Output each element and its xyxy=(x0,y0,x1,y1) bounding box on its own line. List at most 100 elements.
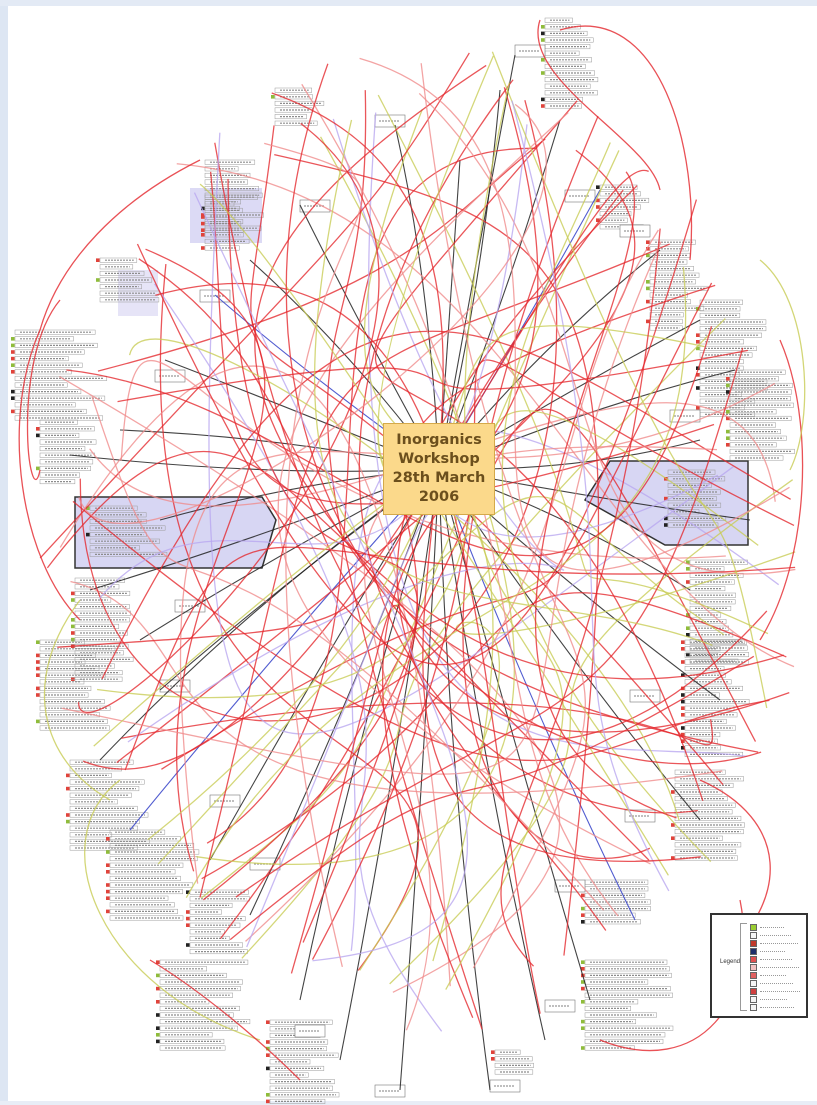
topic-cluster-bottom-left-2-node xyxy=(109,842,195,848)
topic-cluster-bottom-left-2-node xyxy=(109,856,198,862)
topic-cluster-bottom-left-2-icon xyxy=(106,870,110,874)
legend-item xyxy=(750,963,806,971)
topic-cluster-upper-left-node xyxy=(99,257,138,263)
topic-cluster-right-lower-icon xyxy=(681,673,685,677)
cross-link xyxy=(97,138,546,372)
topic-cluster-bottom-left-2-icon xyxy=(106,863,110,867)
legend-item xyxy=(750,931,806,939)
topic-cluster-right-lower-icon xyxy=(681,640,685,644)
legend-title: Legend xyxy=(720,959,741,965)
topic-cluster-bottom-left-2-node xyxy=(109,862,184,868)
topic-cluster-bottom-node xyxy=(159,1038,225,1044)
topic-cluster-bottom-left-2-icon xyxy=(106,837,110,841)
topic-cluster-right-low-node xyxy=(689,612,722,618)
outer-loop-link xyxy=(39,159,201,331)
topic-cluster-left-upper-icon xyxy=(11,370,15,374)
topic-cluster-bottom-center-icon xyxy=(266,1040,270,1044)
topic-cluster-right-mid-node xyxy=(729,369,786,375)
topic-cluster-left-low-node xyxy=(39,679,85,685)
topic-cluster-right-group-node xyxy=(667,469,716,475)
topic-cluster-right-upper-node xyxy=(699,352,753,358)
topic-cluster-bottom-left-2-node xyxy=(109,849,200,855)
topic-cluster-bottom-right-3-node xyxy=(584,972,672,978)
topic-cluster-right-lower-node xyxy=(684,639,747,645)
topic-cluster-bottom-center-node xyxy=(269,1092,340,1098)
cross-link xyxy=(61,241,662,775)
cross-link xyxy=(311,359,795,960)
cross-link xyxy=(145,248,266,872)
legend-box: Legend xyxy=(710,913,808,1018)
topic-cluster-right-high-icon xyxy=(646,240,650,244)
topic-cluster-right-upper-node xyxy=(699,332,762,338)
topic-cluster-bottom-left-3-node xyxy=(189,916,246,922)
topic-cluster-top-left-group-node xyxy=(204,214,236,220)
cross-link xyxy=(375,100,704,802)
topic-cluster-bottom-center-icon xyxy=(266,1053,270,1057)
topic-cluster-right-group-node xyxy=(667,476,726,482)
topic-cluster-left-low-node xyxy=(39,672,106,678)
topic-cluster-upper-right-node xyxy=(599,184,638,190)
legend-item-label xyxy=(760,998,787,1000)
topic-cluster-right-mid-icon xyxy=(726,410,730,414)
topic-cluster-left-low-node xyxy=(39,659,86,665)
topic-cluster-bottom-center-node xyxy=(269,1072,309,1078)
topic-cluster-right-low-icon xyxy=(686,626,690,630)
topic-cluster-bottom-node xyxy=(159,959,249,965)
topic-cluster-right-mid-icon xyxy=(726,443,730,447)
topic-cluster-left-lower-node xyxy=(74,676,123,682)
topic-cluster-right-lower-icon xyxy=(681,726,685,730)
topic-cluster-bottom-left-node xyxy=(69,786,140,792)
topic-cluster-left-lower-icon xyxy=(71,618,75,622)
central-topic-node[interactable]: Inorganics Workshop 28th March 2006 xyxy=(383,423,495,515)
legend-item-label xyxy=(760,950,785,952)
topic-cluster-top-right-icon xyxy=(541,97,545,102)
topic-cluster-bottom-icon xyxy=(156,1026,160,1030)
legend-item xyxy=(750,971,806,979)
cross-link xyxy=(277,112,651,865)
topic-cluster-right-low-icon xyxy=(686,580,690,584)
topic-cluster-left-low-node xyxy=(39,712,100,718)
topic-cluster-bottom-right-3-icon xyxy=(581,980,585,984)
topic-cluster-right-lower-icon xyxy=(681,706,685,710)
topic-cluster-bottom-right-icon xyxy=(671,790,675,794)
topic-cluster-left-upper-icon xyxy=(11,343,15,348)
topic-cluster-bottom-right-icon xyxy=(671,836,675,840)
cross-link xyxy=(199,183,669,876)
topic-cluster-right-low-node xyxy=(689,572,744,578)
topic-cluster-right-mid-node xyxy=(729,402,794,408)
topic-cluster-right-upper-icon xyxy=(696,333,700,337)
legend-item-label xyxy=(760,934,791,936)
cross-link xyxy=(227,178,419,943)
cross-link xyxy=(358,79,698,814)
topic-cluster-top-right-node xyxy=(544,63,586,69)
topic-cluster-bottom-left-node xyxy=(69,779,145,785)
topic-cluster-bottom-left-node xyxy=(69,812,149,818)
top-background-edge xyxy=(0,0,817,6)
topic-cluster-right-group-icon xyxy=(664,496,668,501)
topic-cluster-left-low-node xyxy=(39,666,100,672)
topic-cluster-right-lower-node xyxy=(684,646,721,652)
topic-cluster-bottom-right-2-node xyxy=(584,912,636,918)
topic-cluster-bottom-left-2-node xyxy=(109,869,176,875)
topic-cluster-top-right-icon xyxy=(541,71,545,75)
topic-cluster-top-left-group-node xyxy=(204,194,258,200)
topic-cluster-bottom-icon xyxy=(156,1033,160,1037)
topic-cluster-top-right-node xyxy=(544,70,595,76)
topic-cluster-right-mid-node xyxy=(729,442,777,448)
legend-item-label xyxy=(760,982,793,984)
topic-cluster-bottom-left-3-icon xyxy=(186,923,190,927)
legend-item xyxy=(750,923,806,931)
topic-cluster-right-low-node xyxy=(689,638,745,644)
topic-cluster-bottom-center-icon xyxy=(266,1093,270,1097)
cross-link xyxy=(301,83,619,917)
topic-cluster-right-lower-node xyxy=(684,751,744,757)
topic-cluster-left-low-node xyxy=(39,718,108,724)
topic-cluster-left-low-icon xyxy=(36,673,40,677)
topic-cluster-bottom-left-2-icon xyxy=(106,850,110,854)
topic-cluster-right-lower-node xyxy=(684,685,743,691)
topic-cluster-left-lower-node xyxy=(74,577,126,583)
topic-cluster-bottom-right-2-node xyxy=(584,892,646,898)
topic-cluster-left-low-node xyxy=(39,725,110,731)
topic-cluster-right-lower-icon xyxy=(681,693,685,697)
legend-item xyxy=(750,947,806,955)
